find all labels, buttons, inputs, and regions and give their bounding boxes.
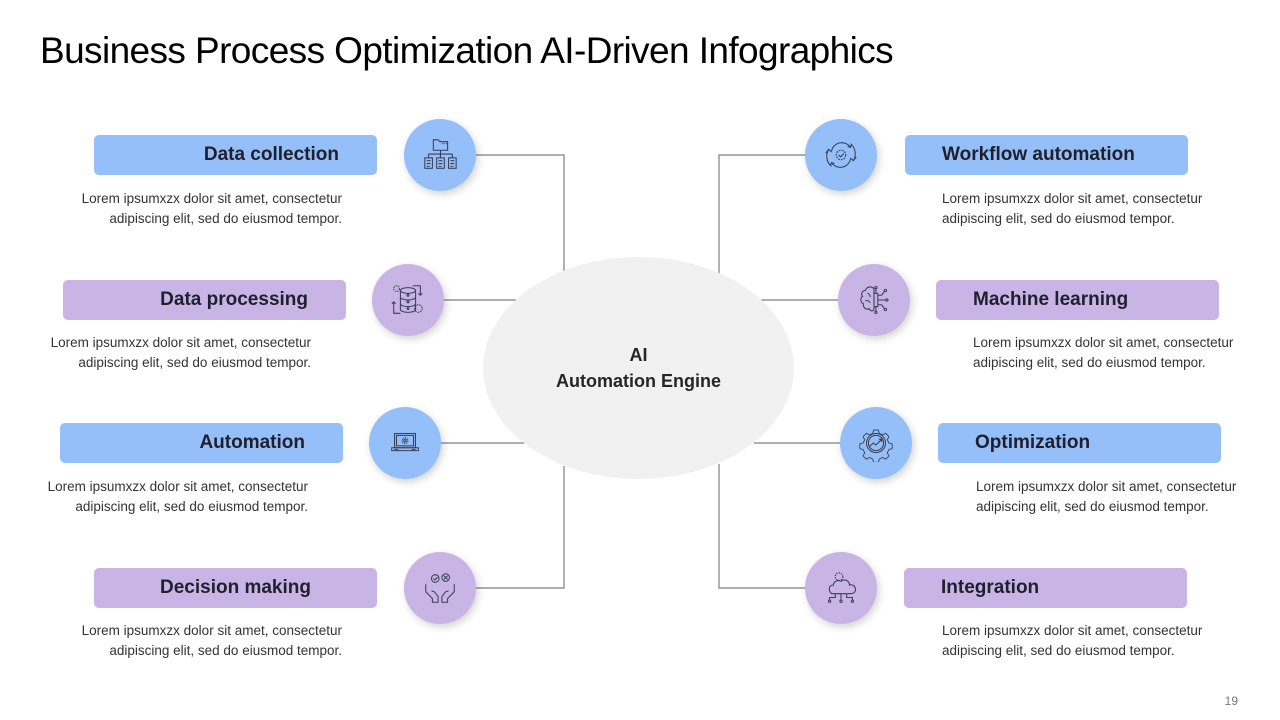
database-gears-icon: [372, 264, 444, 336]
label-data-collection: Data collection: [94, 135, 377, 175]
connector-decision-making: [476, 466, 565, 589]
label-decision-making: Decision making: [94, 568, 377, 608]
label-text: Workflow automation: [942, 144, 1135, 165]
desc-line: adipiscing elit, sed do eiusmod tempor.: [75, 499, 308, 514]
label-machine-learning: Machine learning: [936, 280, 1219, 320]
desc-data-collection: Lorem ipsumxzx dolor sit amet, consectet…: [82, 189, 342, 229]
desc-optimization: Lorem ipsumxzx dolor sit amet, consectet…: [976, 477, 1236, 517]
label-text: Integration: [941, 577, 1040, 598]
desc-machine-learning: Lorem ipsumxzx dolor sit amet, consectet…: [973, 333, 1233, 373]
connector-workflow-automation: [718, 154, 805, 274]
slide-title: Business Process Optimization AI-Driven …: [40, 30, 894, 71]
desc-workflow-automation: Lorem ipsumxzx dolor sit amet, consectet…: [942, 189, 1202, 229]
desc-automation: Lorem ipsumxzx dolor sit amet, consectet…: [48, 477, 308, 517]
desc-line: adipiscing elit, sed do eiusmod tempor.: [942, 643, 1175, 658]
desc-line: adipiscing elit, sed do eiusmod tempor.: [973, 355, 1206, 370]
desc-line: adipiscing elit, sed do eiusmod tempor.: [976, 499, 1209, 514]
label-text: Data processing: [160, 289, 308, 310]
center-hub-line1: AI: [629, 345, 648, 365]
desc-line: Lorem ipsumxzx dolor sit amet, consectet…: [47, 479, 308, 494]
brain-circuit-icon: [838, 264, 910, 336]
label-integration: Integration: [904, 568, 1187, 608]
desc-line: Lorem ipsumxzx dolor sit amet, consectet…: [973, 335, 1234, 350]
desc-line: adipiscing elit, sed do eiusmod tempor.: [109, 643, 342, 658]
desc-line: Lorem ipsumxzx dolor sit amet, consectet…: [942, 623, 1203, 638]
label-text: Automation: [199, 432, 305, 453]
label-data-processing: Data processing: [63, 280, 346, 320]
desc-line: adipiscing elit, sed do eiusmod tempor.: [942, 211, 1175, 226]
hands-check-cross-icon: [404, 552, 476, 624]
label-text: Optimization: [975, 432, 1091, 453]
desc-data-processing: Lorem ipsumxzx dolor sit amet, consectet…: [51, 333, 311, 373]
center-hub: AI Automation Engine: [483, 257, 794, 479]
connector-integration: [718, 464, 805, 589]
desc-line: Lorem ipsumxzx dolor sit amet, consectet…: [942, 191, 1203, 206]
gear-cycle-icon: [805, 119, 877, 191]
label-automation: Automation: [60, 423, 343, 463]
laptop-gear-icon: [369, 407, 441, 479]
label-optimization: Optimization: [938, 423, 1221, 463]
desc-line: Lorem ipsumxzx dolor sit amet, consectet…: [81, 191, 342, 206]
desc-line: Lorem ipsumxzx dolor sit amet, consectet…: [976, 479, 1237, 494]
desc-line: adipiscing elit, sed do eiusmod tempor.: [78, 355, 311, 370]
desc-line: adipiscing elit, sed do eiusmod tempor.: [109, 211, 342, 226]
folder-hierarchy-icon: [404, 119, 476, 191]
page-number: 19: [1224, 694, 1238, 708]
label-text: Machine learning: [973, 289, 1129, 310]
label-text: Decision making: [160, 577, 311, 598]
desc-line: Lorem ipsumxzx dolor sit amet, consectet…: [81, 623, 342, 638]
gear-growth-chart-icon: [840, 407, 912, 479]
desc-line: Lorem ipsumxzx dolor sit amet, consectet…: [50, 335, 311, 350]
label-text: Data collection: [203, 144, 339, 165]
center-hub-line2: Automation Engine: [556, 371, 721, 391]
desc-decision-making: Lorem ipsumxzx dolor sit amet, consectet…: [82, 621, 342, 661]
label-workflow-automation: Workflow automation: [905, 135, 1188, 175]
connector-data-collection: [476, 154, 565, 271]
cloud-network-icon: [805, 552, 877, 624]
desc-integration: Lorem ipsumxzx dolor sit amet, consectet…: [942, 621, 1202, 661]
